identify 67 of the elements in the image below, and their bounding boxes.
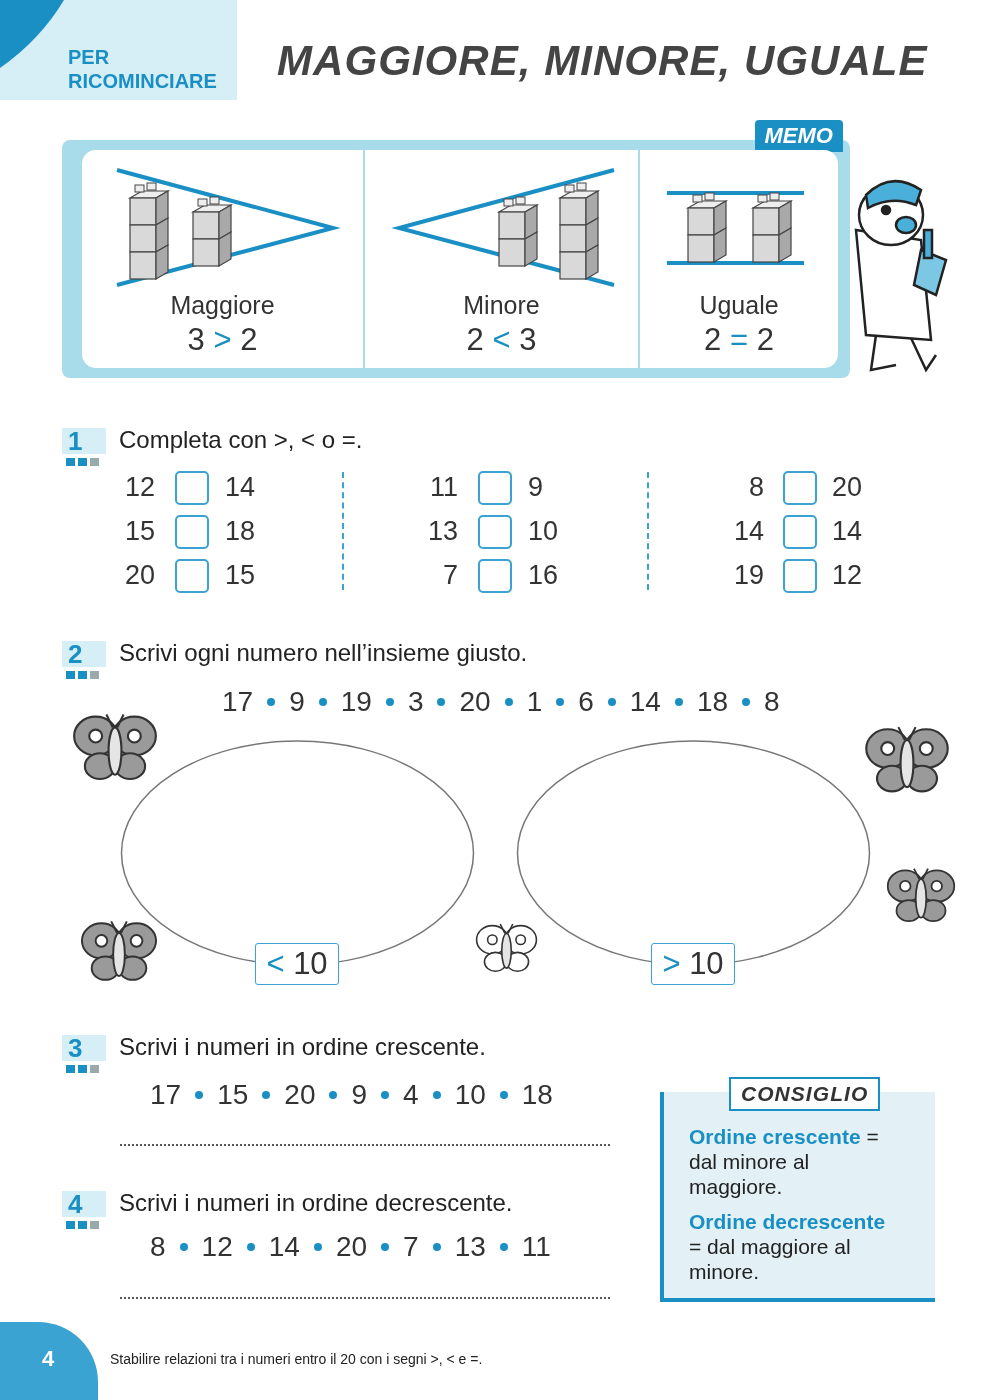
tip-text: Ordine crescente = dal minore al maggiore. [689,1124,880,1199]
number: 20 [832,474,863,501]
memo-caption: Maggiore [170,290,275,321]
number: 7 [441,562,458,589]
page-title: MAGGIORE, MINORE, UGUALE [277,40,928,82]
number: 11 [428,474,458,501]
instruction-text: Scrivi ogni numero nell’insieme giusto. [119,641,528,665]
number: 9 [351,1081,368,1109]
memo-caption: Minore [463,290,540,321]
memo-tag: MEMO [754,120,843,152]
comparison-expression: > 10 [662,944,724,983]
exercise-number: 3 [62,1035,106,1061]
number: 6 [578,688,594,716]
number: 14 [832,518,863,545]
number: 20 [335,1233,368,1261]
footer-note: Stabilire relazioni tra i numeri entro il 20 con i segni >, < e =. [110,1350,483,1369]
number: 20 [459,688,491,716]
number: 10 [454,1081,486,1109]
number: 8 [150,1233,166,1261]
instruction-text: Scrivi i numeri in ordine crescente. [119,1035,486,1059]
number: 18 [696,688,729,716]
number: 13 [426,518,458,545]
number: 15 [225,562,256,589]
number: 3 [407,688,424,716]
number: 14 [225,474,256,501]
number: 14 [629,688,661,716]
exercise-number: 2 [62,641,106,667]
number: 18 [225,518,256,545]
tip-text: Ordine decrescente = dal maggiore al minore. [689,1209,887,1284]
number: 20 [284,1081,316,1109]
page-number: 4 [42,1348,55,1370]
section-label: PER RICOMINCIARE [68,45,218,93]
number: 9 [289,688,305,716]
number: 14 [268,1233,300,1261]
exercise-number: 1 [62,428,106,454]
number: 7 [403,1233,419,1261]
tip-tag: CONSIGLIO [729,1077,881,1112]
instruction-text: Scrivi i numeri in ordine decrescente. [119,1191,513,1215]
number: 12 [201,1233,233,1261]
instruction-text: Completa con >, < o =. [119,428,363,452]
number: 15 [123,518,155,545]
comparison-expression: 3 > 2 [187,321,258,360]
memo-caption: Uguale [699,290,779,321]
number: 4 [403,1081,419,1109]
number: 20 [123,562,155,589]
number: 11 [521,1233,551,1261]
number: 1 [526,688,543,716]
comparison-expression: 2 = 2 [704,321,774,360]
number: 16 [528,562,559,589]
number: 15 [217,1081,249,1109]
number: 9 [528,474,544,501]
number: 19 [732,562,764,589]
comparison-expression: < 10 [266,944,328,983]
number: 10 [528,518,559,545]
exercise-number: 4 [62,1191,106,1217]
number: 8 [747,474,764,501]
comparison-expression: 2 < 3 [466,321,537,360]
number: 19 [340,688,372,716]
number: 12 [832,562,863,589]
number: 12 [123,474,155,501]
number: 14 [732,518,764,545]
number: 13 [454,1233,486,1261]
header-tab [0,0,237,100]
number: 18 [521,1081,553,1109]
number: 8 [764,688,780,716]
number: 17 [222,688,254,716]
number: 17 [150,1081,182,1109]
